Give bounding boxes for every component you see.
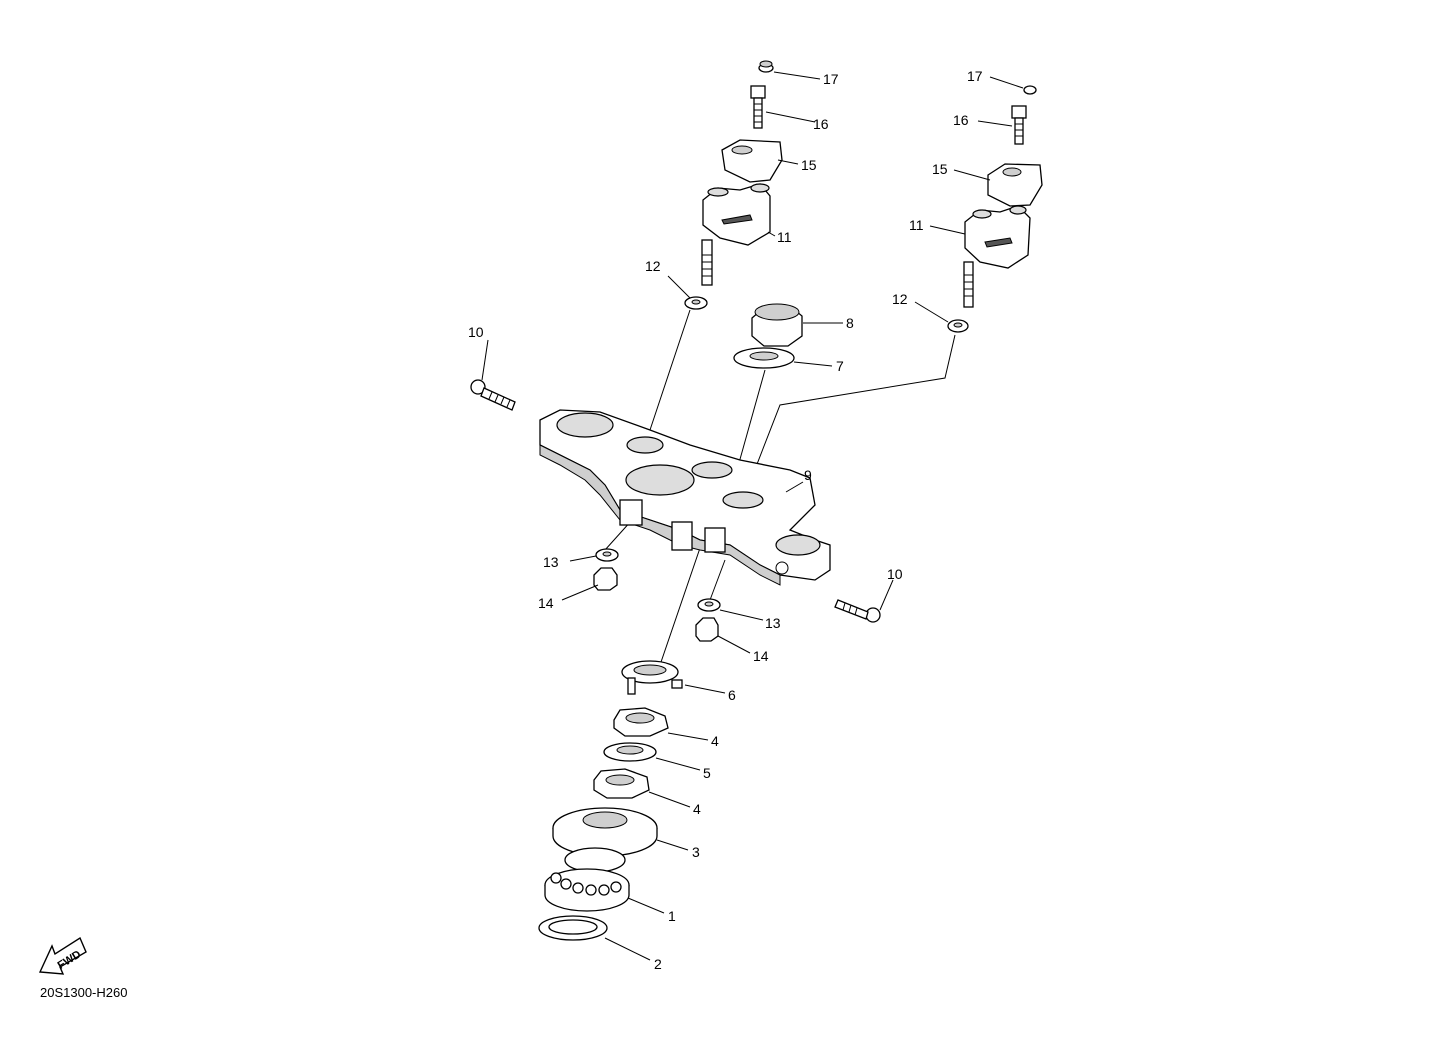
callout-11-right: 11 bbox=[909, 217, 924, 233]
right-riser-assembly bbox=[947, 85, 1043, 333]
callout-17-right: 17 bbox=[967, 68, 983, 84]
bearing-balls bbox=[550, 872, 622, 896]
callout-7: 7 bbox=[836, 358, 844, 374]
callout-13-right: 13 bbox=[765, 615, 781, 631]
callout-3: 3 bbox=[692, 844, 700, 860]
leader-lines bbox=[481, 71, 1024, 961]
steering-nut-and-washer bbox=[733, 303, 803, 369]
callout-13-left: 13 bbox=[543, 554, 559, 570]
bearing-stack bbox=[538, 660, 683, 941]
callout-5: 5 bbox=[703, 765, 711, 781]
callout-17-left: 17 bbox=[823, 71, 839, 87]
callout-11-left: 11 bbox=[777, 229, 792, 245]
pinch-bolts bbox=[470, 379, 881, 623]
callout-14-right: 14 bbox=[753, 648, 769, 664]
left-riser-assembly bbox=[684, 60, 783, 310]
callout-10-left: 10 bbox=[468, 324, 484, 340]
callout-labels: 17 16 15 11 12 10 8 7 9 13 14 10 13 14 6… bbox=[468, 68, 983, 972]
diagram-code: 20S1300-H260 bbox=[40, 985, 128, 1000]
callout-15-left: 15 bbox=[801, 157, 817, 173]
callout-10-right: 10 bbox=[887, 566, 903, 582]
callout-2: 2 bbox=[654, 956, 662, 972]
callout-12-left: 12 bbox=[645, 258, 661, 274]
callout-16-left: 16 bbox=[813, 116, 829, 132]
callout-9: 9 bbox=[804, 467, 812, 483]
callout-6: 6 bbox=[728, 687, 736, 703]
callout-8: 8 bbox=[846, 315, 854, 331]
callout-14-left: 14 bbox=[538, 595, 554, 611]
washers-and-nuts bbox=[593, 548, 721, 642]
callout-4-upper: 4 bbox=[711, 733, 719, 749]
callout-1: 1 bbox=[668, 908, 676, 924]
callout-16-right: 16 bbox=[953, 112, 969, 128]
callout-15-right: 15 bbox=[932, 161, 948, 177]
callout-12-right: 12 bbox=[892, 291, 908, 307]
upper-bracket bbox=[539, 409, 831, 586]
callout-4-lower: 4 bbox=[693, 801, 701, 817]
fwd-arrow-icon: FWD bbox=[38, 936, 87, 975]
